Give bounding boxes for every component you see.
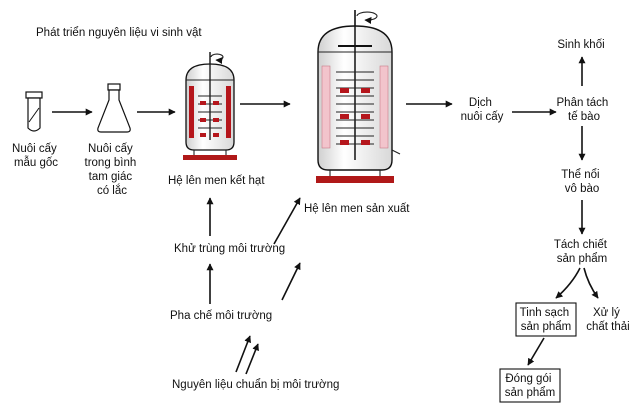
- cell-free-liquid-label: Thể nổi vô bào: [561, 169, 603, 195]
- purification-box: [515, 302, 577, 337]
- flask-culture-label: Nuôi cấy trong bình tam giác có lắc: [85, 143, 140, 197]
- flask-icon: [97, 83, 131, 133]
- arrow-extraction-to-purification: [555, 267, 581, 299]
- diagram-title: Phát triển nguyên liệu vi sinh vật: [36, 27, 202, 39]
- production-fermenter-label: Hệ lên men sản xuất: [304, 203, 410, 215]
- cell-separation-label: Phân tách tế bào: [557, 97, 612, 123]
- production-fermenter-icon: [316, 10, 401, 183]
- product-extraction-label: Tách chiết sản phẩm: [554, 239, 610, 265]
- arrow-sterilization-to-production: [273, 197, 301, 245]
- arrow-preparation-to-production: [281, 262, 301, 301]
- arrow-purification-to-packaging: [527, 337, 545, 366]
- packaging-box: [499, 368, 561, 403]
- arrow-raw-to-preparation-a: [235, 335, 251, 373]
- test-tube-icon: [25, 91, 43, 132]
- seed-fermenter-icon: [183, 52, 237, 160]
- raw-material-label: Nguyên liệu chuẩn bị môi trường: [172, 379, 339, 391]
- biomass-label: Sinh khối: [557, 39, 604, 51]
- packaging-label: Đóng gói sản phẩm: [505, 373, 556, 399]
- culture-broth-label: Dịch nuôi cấy: [461, 97, 504, 123]
- stock-culture-label: Nuôi cấy mẫu gốc: [12, 143, 60, 169]
- arrow-raw-to-preparation-b: [245, 343, 259, 375]
- product-purification-label: Tinh sạch sản phẩm: [520, 307, 573, 333]
- medium-preparation-label: Pha chế môi trường: [170, 310, 272, 322]
- seed-fermenter-label: Hệ lên men kết hạt: [168, 175, 265, 187]
- medium-sterilization-label: Khử trùng môi trường: [174, 243, 285, 255]
- arrow-extraction-to-waste: [583, 267, 599, 299]
- waste-treatment-label: Xử lý chất thải: [586, 307, 629, 333]
